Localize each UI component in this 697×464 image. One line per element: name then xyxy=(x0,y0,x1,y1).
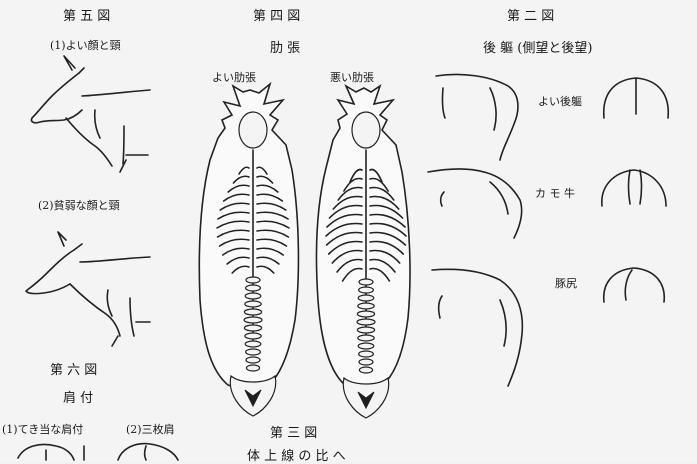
vertebra xyxy=(358,343,374,349)
vertebra xyxy=(359,287,374,293)
vertebra xyxy=(244,317,262,323)
fig6-good-shoulder-drawing xyxy=(18,445,84,461)
fig2-pigrump-rear-drawing xyxy=(604,268,665,302)
fig2-kamo-rear-drawing xyxy=(602,170,666,206)
vertebra xyxy=(359,367,372,373)
fig5-good-head-drawing xyxy=(31,56,150,172)
vertebra xyxy=(245,341,261,347)
vertebra xyxy=(357,311,374,317)
vertebra xyxy=(246,349,261,355)
vertebra xyxy=(245,301,261,307)
fig2-good-side-drawing xyxy=(436,74,518,160)
vertebra xyxy=(359,279,373,285)
vertebra xyxy=(245,293,261,299)
vertebra xyxy=(244,325,261,331)
vertebra xyxy=(359,351,374,357)
vertebra xyxy=(357,319,375,325)
vertebra xyxy=(244,309,261,315)
vertebra xyxy=(246,365,259,371)
fig2-good-rear-drawing xyxy=(604,78,668,118)
vertebra xyxy=(246,285,261,291)
fig2-kamo-side-drawing xyxy=(428,169,522,238)
vertebra xyxy=(359,359,373,365)
vertebra xyxy=(358,303,374,309)
fig2-pigrump-side-drawing xyxy=(432,269,522,386)
vertebra xyxy=(357,327,374,333)
vertebra xyxy=(358,295,374,301)
vertebra xyxy=(246,277,260,283)
fig6-three-shoulder-drawing xyxy=(118,444,178,460)
vertebra xyxy=(358,335,374,341)
vertebra xyxy=(245,333,261,339)
fig5-poor-head-drawing xyxy=(26,232,150,346)
vertebra xyxy=(246,357,260,363)
